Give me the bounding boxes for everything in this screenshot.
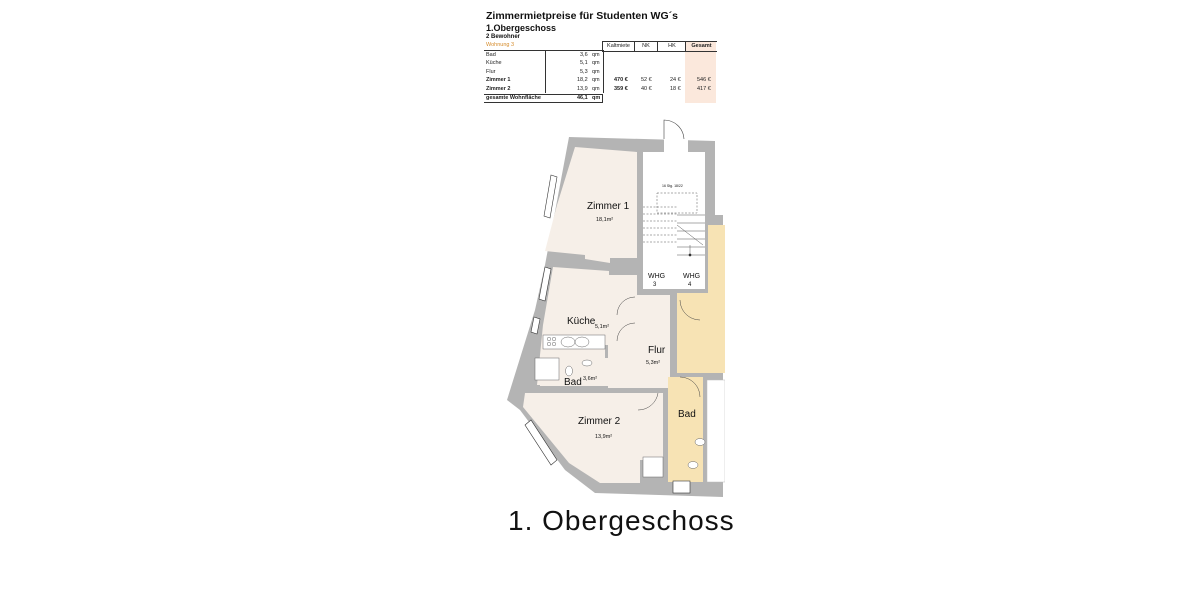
gesamt-value: 546 € [697, 77, 711, 84]
hk-value: 24 € [670, 77, 681, 84]
room-unit: qm [592, 77, 600, 84]
room-area: 3,6 [580, 52, 588, 58]
table-row: Zimmer 2 13,9 qm 359 € 40 € 18 € 417 € [484, 85, 716, 93]
apartment-label: Wohnung 3 [486, 42, 515, 48]
room-unit: qm [592, 52, 600, 58]
table-row: Bad 3,6 qm [484, 51, 716, 59]
area-box [545, 50, 604, 93]
col-gesamt: Gesamt [685, 41, 717, 52]
whg3-label: WHG [648, 273, 665, 280]
room-zimmer2 [523, 393, 663, 483]
room-unit: qm [592, 85, 600, 92]
page-title: Zimmermietpreise für Studenten WG´s [486, 10, 678, 22]
zimmer1-name: Zimmer 1 [587, 201, 630, 212]
whg3-num: 3 [653, 282, 657, 288]
floor-subtitle: 1.Obergeschoss [486, 23, 557, 33]
flur-name: Flur [648, 345, 666, 356]
room-area: 13,9 [577, 85, 588, 92]
nk-value: 52 € [641, 77, 652, 84]
room-zimmer1 [545, 147, 637, 263]
bad-name: Bad [564, 377, 582, 388]
kaltmiete-value: 359 € [614, 85, 628, 92]
room-unit: qm [592, 60, 600, 67]
total-row: gesamte Wohnfläche 46,1 qm [484, 94, 603, 103]
kaltmiete-value: 470 € [614, 77, 628, 84]
zimmer2-name: Zimmer 2 [578, 416, 621, 427]
door-swings [616, 296, 701, 411]
kueche-name: Küche [567, 316, 596, 327]
nk-value: 40 € [641, 85, 652, 92]
floor-title: 1. Obergeschoss [508, 505, 735, 536]
total-unit: qm [592, 95, 601, 101]
stairs-icon [643, 192, 698, 243]
zimmer2-area: 13,9m² [595, 434, 612, 440]
table-row: Küche 5,1 qm [484, 59, 716, 67]
room-area: 18,2 [577, 77, 588, 84]
flur-area: 5,3m² [646, 360, 660, 366]
stairwell [643, 152, 705, 289]
zimmer1-area: 18,1m² [596, 217, 613, 223]
room-name: Zimmer 2 [486, 85, 511, 92]
neighbor-kitchen [706, 379, 726, 483]
room-name: Küche [486, 60, 502, 67]
room-flur [608, 295, 670, 388]
room-name: Zimmer 1 [486, 77, 511, 84]
whg4-label: WHG [683, 273, 700, 280]
col-kaltmiete: Kaltmiete [602, 41, 634, 52]
rooms-box [484, 50, 602, 95]
window-icons [524, 174, 691, 494]
table-row: Zimmer 1 18,2 qm 470 € 52 € 24 € 546 € [484, 76, 716, 84]
kitchen-fixtures [534, 334, 706, 478]
total-area: 46,1 [577, 95, 588, 101]
col-nk: NK [634, 41, 657, 52]
room-name: Flur [486, 68, 496, 75]
floor-plan: 16 Stg. 18/22 WHG 3 WHG 4 Zi [505, 115, 726, 497]
room-name: Bad [486, 52, 496, 58]
total-label: gesamte Wohnfläche [486, 95, 541, 101]
whg4-num: 4 [688, 282, 692, 288]
col-hk: HK [657, 41, 686, 52]
table-row: Flur 5,3 qm [484, 68, 716, 76]
room-area: 5,3 [580, 68, 588, 75]
stair-note: 16 Stg. 18/22 [662, 184, 683, 188]
gesamt-value: 417 € [697, 85, 711, 92]
room-area: 5,1 [580, 60, 588, 67]
residents-count: 2 Bewohner [486, 34, 521, 40]
bad-area: 3,6m² [583, 376, 597, 382]
hk-value: 18 € [670, 85, 681, 92]
room-unit: qm [592, 68, 600, 75]
neighbor-hall [677, 293, 725, 373]
neighbor-bad-name: Bad [678, 409, 696, 420]
kueche-area: 5,1m² [595, 324, 609, 330]
